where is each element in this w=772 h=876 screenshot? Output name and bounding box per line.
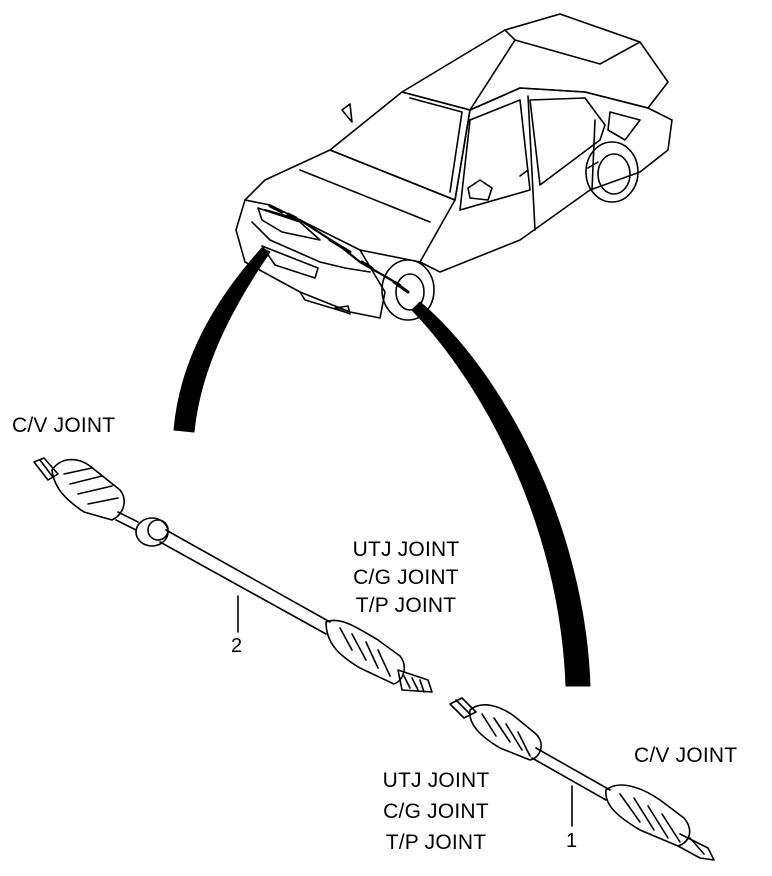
drive-shaft-2 [33, 457, 433, 693]
callout-number-1: 1 [566, 830, 578, 852]
label-cv-joint-top-left: C/V JOINT [12, 414, 116, 437]
label-block-middle: UTJ JOINT C/G JOINT T/P JOINT [336, 536, 476, 620]
label-tp-joint-bottom: T/P JOINT [385, 831, 487, 854]
car-illustration [235, 13, 673, 321]
label-tp-joint-middle: T/P JOINT [355, 594, 457, 617]
label-utj-joint-bottom: UTJ JOINT [382, 769, 490, 792]
label-block-bottom: UTJ JOINT C/G JOINT T/P JOINT [366, 765, 506, 858]
callout-number-2: 2 [231, 635, 243, 657]
label-cg-joint-bottom: C/G JOINT [383, 800, 489, 823]
drive-shaft-1 [449, 697, 715, 861]
label-cv-joint-bottom-right: C/V JOINT [634, 744, 738, 767]
callout-arrow-left [173, 247, 271, 433]
label-cg-joint-middle: C/G JOINT [353, 566, 459, 589]
label-utj-joint-middle: UTJ JOINT [352, 538, 460, 561]
callout-arrow-right [411, 301, 591, 687]
